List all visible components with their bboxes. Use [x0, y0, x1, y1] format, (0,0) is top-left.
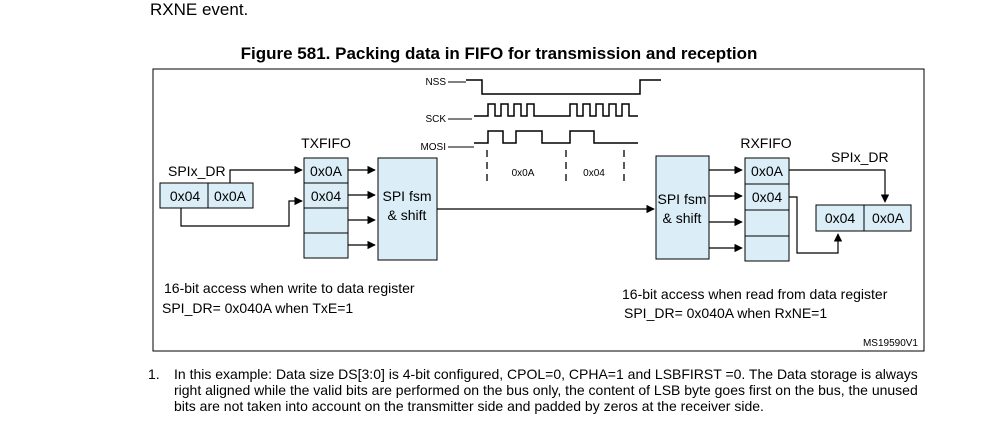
tx-register-high: 0x04	[170, 188, 201, 204]
mosi-waveform	[474, 130, 638, 144]
spi-fifo-diagram: NSS SCK MOSI 0x0A 0x04 SPIx_DR 0x04 0x0A…	[152, 68, 925, 352]
tx-spi-fsm-label-2: & shift	[388, 207, 427, 223]
rx-high-byte-connector	[789, 196, 843, 254]
rx-register-low: 0x0A	[872, 210, 905, 226]
rx-access-line-2: SPI_DR= 0x040A when RxNE=1	[624, 305, 827, 321]
sck-waveform	[474, 103, 638, 117]
rx-low-byte-connector	[789, 169, 890, 203]
intro-text: RXNE event.	[150, 0, 249, 19]
bus-value-first: 0x0A	[512, 168, 535, 179]
tx-access-line-2: SPI_DR= 0x040A when TxE=1	[162, 300, 353, 316]
tx-fifo-cell-1: 0x04	[311, 188, 342, 204]
nss-waveform	[466, 79, 661, 95]
figure-title: Figure 581. Packing data in FIFO for tra…	[240, 44, 758, 63]
tx-high-byte-connector	[180, 196, 303, 227]
tx-spi-fsm-label-1: SPI fsm	[382, 188, 431, 204]
rx-register-label: SPIx_DR	[831, 149, 889, 165]
footnote-text: In this example: Data size DS[3:0] is 4-…	[174, 366, 918, 414]
rx-fifo-cell-0: 0x0A	[751, 163, 784, 179]
bus-value-second: 0x04	[583, 168, 605, 179]
tx-fifo-cell-0: 0x0A	[310, 163, 343, 179]
figure-id: MS19590V1	[863, 338, 918, 349]
tx-register-label: SPIx_DR	[168, 163, 226, 179]
rx-spi-fsm-label-1: SPI fsm	[657, 191, 706, 207]
rx-register-high: 0x04	[825, 210, 856, 226]
mosi-label: MOSI	[420, 142, 446, 153]
rx-spi-fsm-box	[655, 155, 710, 260]
rx-fifo-label: RXFIFO	[740, 135, 791, 151]
nss-label: NSS	[425, 77, 446, 88]
tx-register-box	[159, 182, 254, 209]
tx-access-line-1: 16-bit access when write to data registe…	[164, 280, 415, 296]
rx-fifo-cell-1: 0x04	[752, 189, 783, 205]
tx-fifo-label: TXFIFO	[301, 135, 351, 151]
rx-spi-fsm-label-2: & shift	[663, 210, 702, 226]
footnote-number: 1.	[148, 366, 160, 382]
sck-label: SCK	[425, 114, 446, 125]
tx-spi-fsm-box	[377, 157, 438, 261]
tx-register-low: 0x0A	[214, 188, 247, 204]
rx-access-line-1: 16-bit access when read from data regist…	[622, 286, 888, 302]
tx-low-byte-connector	[229, 165, 303, 183]
